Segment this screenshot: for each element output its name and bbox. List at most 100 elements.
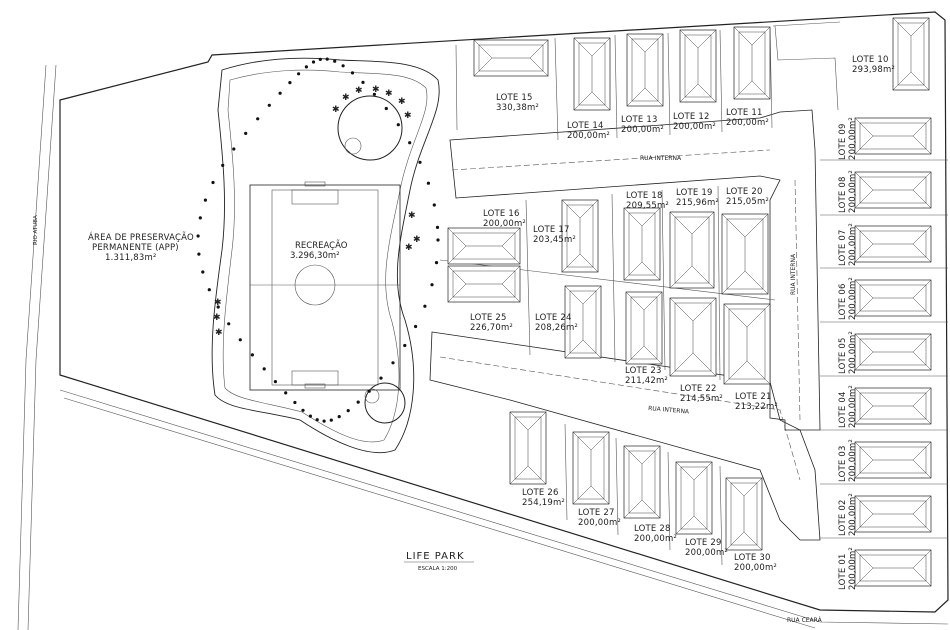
palm-tree-icon: ✱ — [405, 243, 413, 253]
lot-area: 200,00m² — [621, 125, 664, 135]
lot-area: 200,00m² — [848, 331, 858, 374]
lot-area: 200,00m² — [848, 493, 858, 536]
tree-dot — [311, 60, 316, 64]
house-roof-h-12 — [854, 549, 932, 587]
tree-dot — [436, 238, 440, 242]
tree-dot — [297, 72, 301, 76]
lot-area: 215,96m² — [676, 198, 719, 208]
lot-area: 200,00m² — [578, 518, 621, 528]
house-roof-h-3 — [447, 265, 521, 303]
tree-dot — [350, 71, 355, 75]
trees: ✱✱✱✱✱✱✱✱✱✱✱✱✱ — [196, 57, 440, 423]
tree-dot — [198, 216, 202, 220]
lot-area: 200,00m² — [848, 439, 858, 482]
tree-dot — [216, 305, 220, 309]
tree-dot — [267, 103, 271, 107]
lot-area: 293,98m² — [852, 65, 895, 75]
tree-dot — [278, 91, 282, 95]
palm-tree-icon: ✱ — [413, 235, 421, 245]
house-roof-h-1 — [473, 39, 549, 77]
lot-name: LOTE 05 — [838, 337, 848, 374]
tree-dot — [203, 198, 207, 202]
tree-dot — [288, 81, 292, 85]
tree-dot — [301, 408, 305, 412]
lot-name: LOTE 18 — [626, 191, 663, 201]
lot-name: LOTE 27 — [578, 508, 615, 518]
tree-dot — [391, 361, 395, 365]
tree-dot — [273, 380, 277, 384]
house-roof-6 — [561, 199, 599, 273]
palm-tree-icon: ✱ — [404, 111, 412, 121]
house-roofs — [447, 17, 932, 587]
tree-dot — [337, 415, 341, 419]
internal-roads: RUA INTERNA RUA INTERNA RUA INTERNA RUA … — [429, 21, 841, 624]
lot-area: 200,00m² — [634, 534, 677, 544]
lot-name: LOTE 09 — [838, 123, 848, 160]
lot-area: 226,70m² — [470, 323, 513, 333]
house-roof-h-7 — [854, 279, 932, 317]
lot-area: 209,55m² — [626, 201, 669, 211]
title-main: LIFE PARK — [406, 551, 465, 562]
tree-dot — [304, 65, 308, 69]
lot-name: LOTE 29 — [685, 538, 722, 548]
lot-area: 330,38m² — [496, 103, 539, 113]
house-roof-3 — [679, 29, 717, 103]
tree-dot — [403, 343, 407, 348]
house-roof-14 — [509, 411, 547, 485]
house-roof-4 — [733, 26, 771, 100]
palm-tree-icon: ✱ — [214, 298, 222, 308]
tree-dot — [238, 338, 242, 342]
tree-dot — [434, 261, 439, 265]
tree-dot — [361, 80, 365, 84]
tree-dot — [426, 181, 430, 185]
lot-name: LOTE 19 — [676, 188, 713, 198]
lot-area: 200,00m² — [483, 219, 526, 229]
app-area-value: 1.311,83m² — [105, 253, 157, 263]
house-roof-h-6 — [854, 225, 932, 263]
lot-name: LOTE 06 — [838, 283, 848, 320]
house-roof-1 — [573, 37, 611, 111]
lot-name: LOTE 30 — [734, 553, 771, 563]
tree-dot — [197, 252, 201, 256]
palm-tree-icon: ✱ — [213, 313, 221, 323]
palm-tree-icon: ✱ — [385, 89, 393, 99]
tree-dot — [262, 367, 266, 371]
house-roof-12 — [669, 297, 717, 377]
house-roof-18 — [725, 477, 763, 551]
lot-name: LOTE 13 — [621, 115, 658, 125]
lot-name: LOTE 11 — [726, 108, 763, 118]
lot-name: LOTE 04 — [838, 391, 848, 428]
tree-dot — [207, 288, 211, 292]
house-roof-13 — [723, 303, 771, 385]
lot-area: 200,00m² — [848, 117, 858, 160]
tree-dot — [435, 225, 440, 229]
recreation-name: RECREAÇÃO — [295, 240, 348, 251]
lot-area: 200,00m² — [848, 170, 858, 213]
house-roof-2 — [626, 33, 664, 107]
house-roof-h-9 — [854, 387, 932, 425]
title-scale: ESCALA 1:200 — [418, 566, 458, 572]
lot-area: 200,00m² — [673, 122, 716, 132]
lot-name: LOTE 02 — [838, 499, 848, 536]
lot-name: LOTE 24 — [535, 313, 572, 323]
tree-dot — [244, 131, 248, 135]
road-label-ceara: RUA CEARÁ — [787, 617, 823, 624]
lot-name: LOTE 23 — [625, 366, 662, 376]
house-roof-h-10 — [854, 441, 932, 479]
house-roof-h-2 — [447, 227, 521, 265]
road-label-3: RUA INTERNA — [648, 405, 690, 416]
lot-area: 200,00m² — [848, 385, 858, 428]
